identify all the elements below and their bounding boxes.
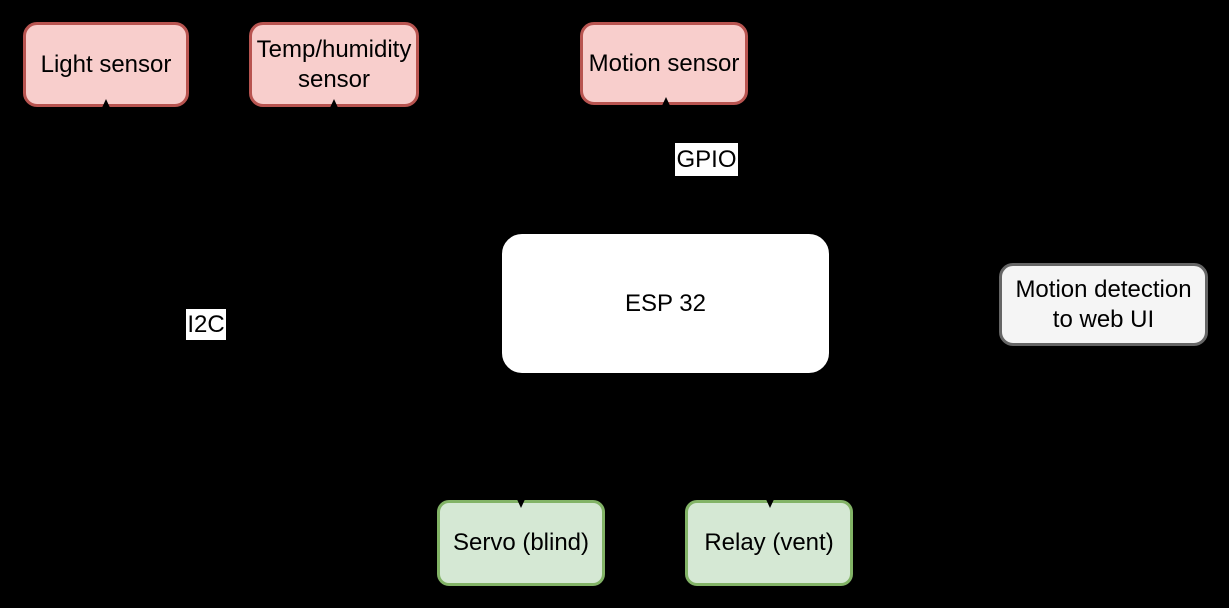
node-light-sensor: Light sensor [23, 22, 189, 107]
node-relay-vent: Relay (vent) [685, 500, 853, 586]
edge-esp32-temp-humidity-sensor [333, 110, 500, 284]
edge-label-gpio: GPIO [675, 143, 738, 176]
node-servo-blind: Servo (blind) [437, 500, 605, 586]
node-temp-humidity-sensor: Temp/humidity sensor [249, 22, 419, 107]
arrowhead-motion-detection-web-ui [984, 298, 997, 310]
node-motion-detection-web-ui: Motion detection to web UI [999, 263, 1208, 346]
edge-esp32-light-sensor [105, 110, 500, 325]
edge-label-i2c: I2C [186, 309, 226, 340]
node-esp32: ESP 32 [500, 232, 831, 375]
node-motion-sensor: Motion sensor [580, 22, 748, 105]
